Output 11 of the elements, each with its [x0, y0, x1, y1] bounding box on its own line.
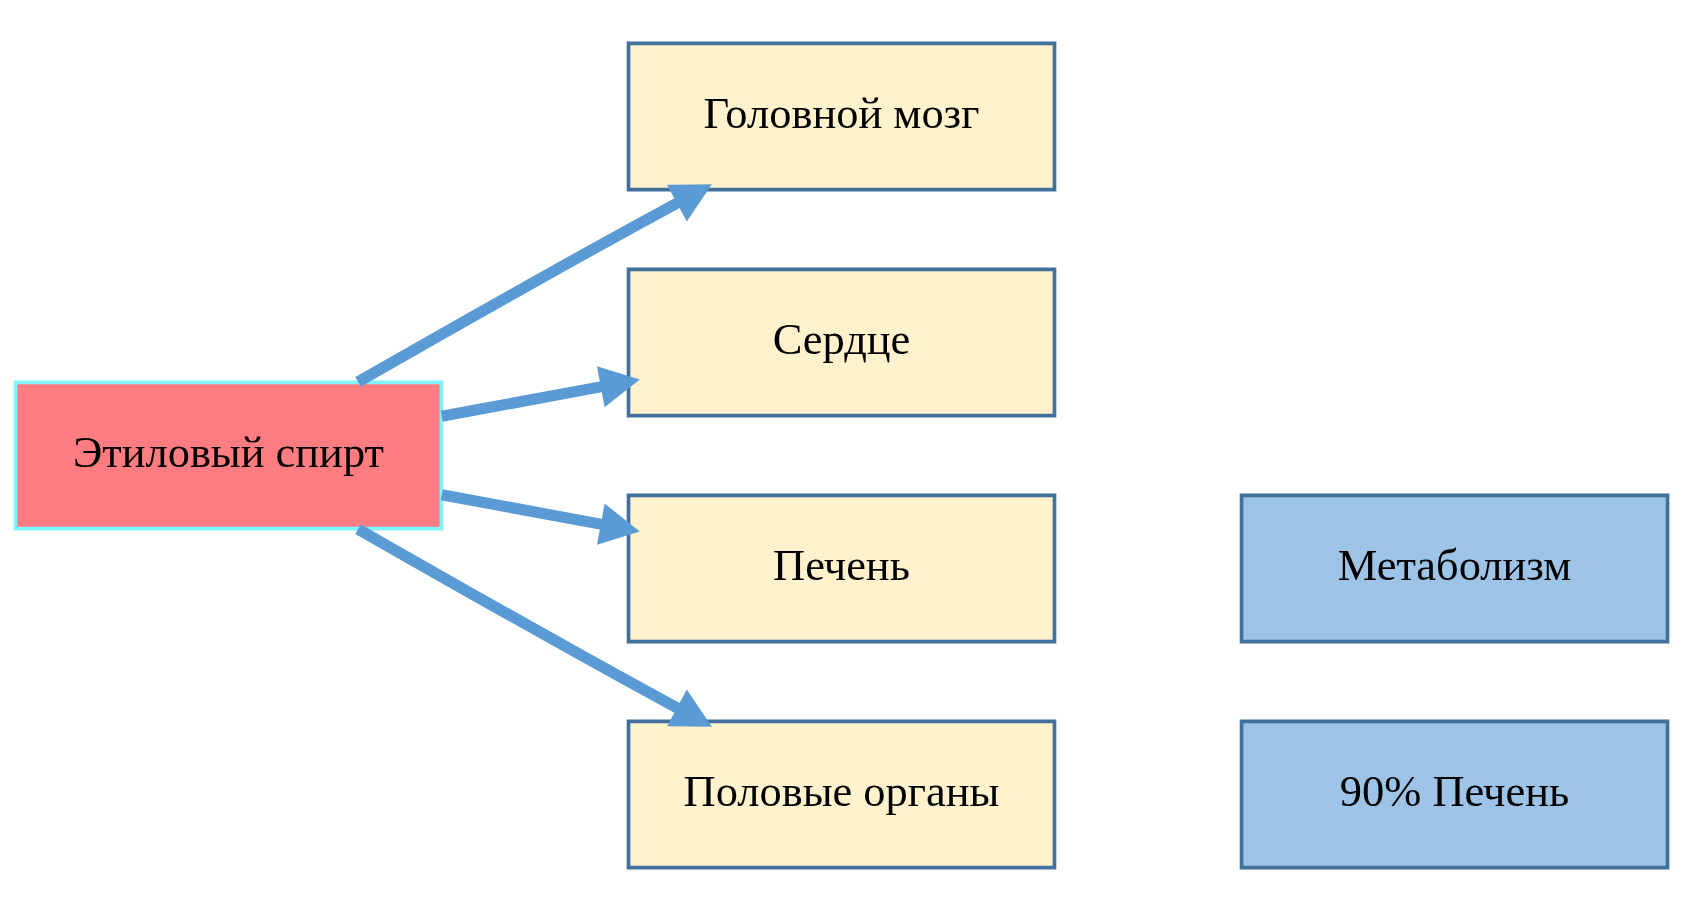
arrow	[355, 183, 712, 387]
arrow	[440, 488, 640, 545]
arrow	[440, 365, 640, 422]
node-box: Метаболизм	[1239, 492, 1670, 643]
node-box: Сердце	[626, 267, 1057, 418]
arrow	[355, 523, 712, 727]
node-box: 90% Печень	[1239, 718, 1670, 869]
node-box: Половые органы	[626, 718, 1057, 869]
node-box: Головной мозг	[626, 41, 1057, 192]
node-box: Этиловый спирт	[13, 380, 444, 530]
node-box: Печень	[626, 492, 1057, 643]
